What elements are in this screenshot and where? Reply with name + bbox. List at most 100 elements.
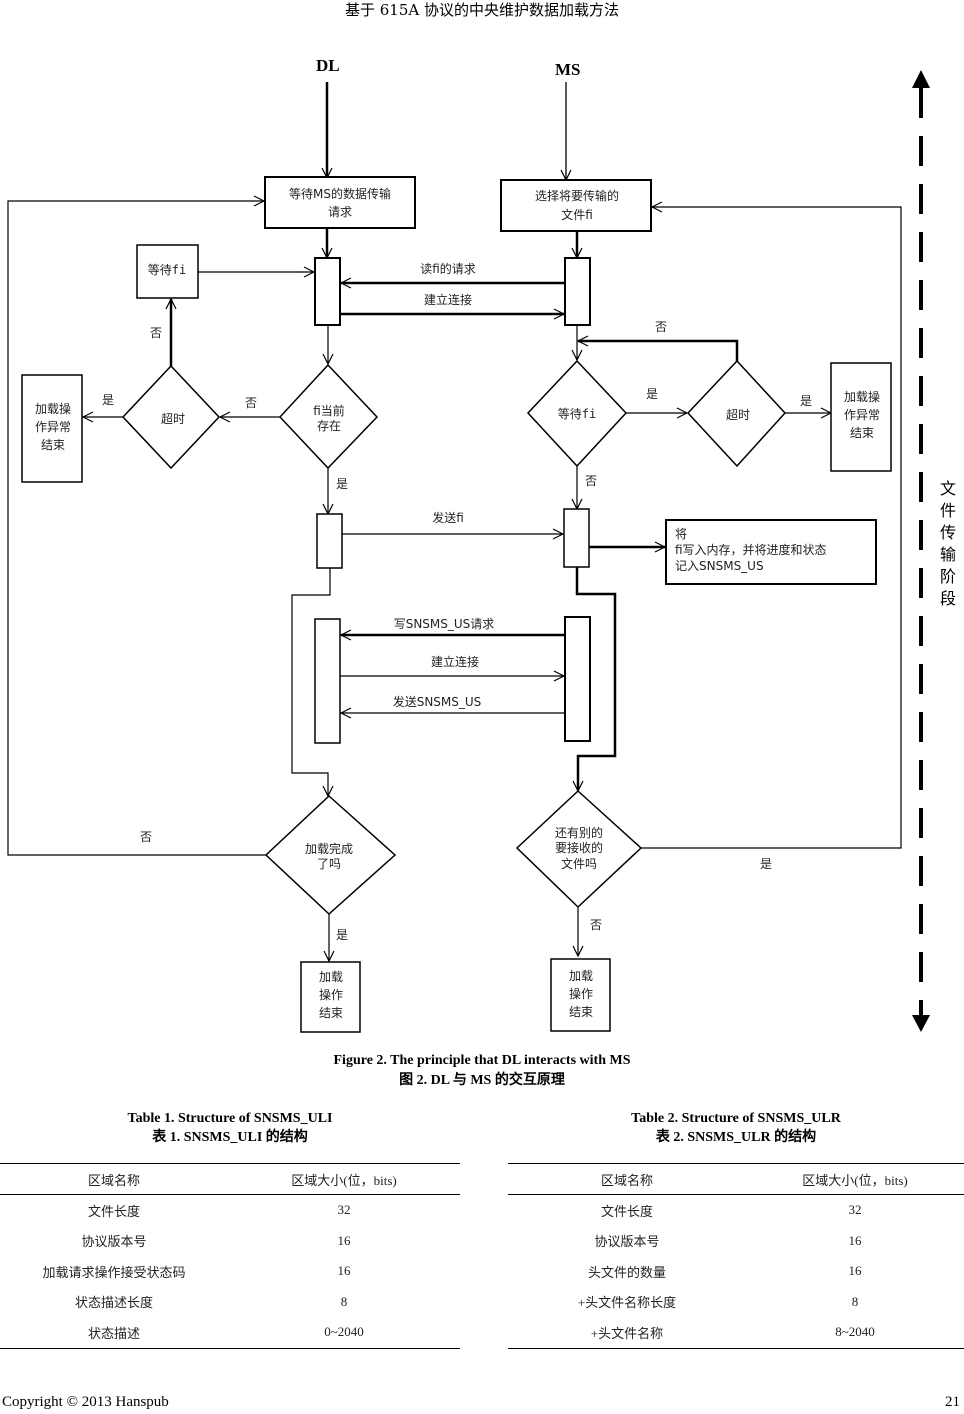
branch-yes-label: 是: [336, 477, 348, 491]
phase-arrow-up-icon: [912, 70, 930, 88]
table-header-cell: 区域大小(位，bits): [228, 1163, 460, 1195]
msg-send-fi-label: 发送fi: [432, 510, 464, 525]
ms-select-file-text-1: 选择将要传输的: [535, 188, 619, 203]
table-cell: 16: [337, 1232, 351, 1248]
ms-write-memory-box: [665, 519, 877, 585]
table-cell: 文件长度: [87, 1203, 140, 1219]
running-head: 基于 615A 协议的中央维护数据加载方法: [344, 1, 619, 19]
footer-copyright: Copyright © 2013 Hanspub: [2, 1394, 169, 1410]
branch-yes-label: 是: [646, 387, 658, 401]
dl-wait-request-box: [264, 176, 416, 229]
table-cell: 16: [848, 1232, 862, 1248]
branch-no-label: 否: [140, 830, 152, 844]
dl-load-done-text-2: 了吗: [317, 857, 341, 871]
ms-end-text-2: 操作: [569, 986, 593, 1001]
dl-bypass-line: [291, 568, 330, 796]
table-row: 头文件的数量 16: [508, 1256, 964, 1287]
ms-yes-loop: [641, 207, 902, 849]
table-header-cell: 区域大小(位，bits): [746, 1163, 964, 1195]
table-header-row: 区域名称 区域大小(位，bits): [0, 1163, 460, 1195]
table-cell: 文件长度: [600, 1203, 653, 1219]
ms-abnormal-end-text-3: 结束: [850, 426, 874, 440]
lane-dl-label: DL: [316, 56, 340, 75]
branch-no-label: 否: [585, 474, 597, 488]
svg-text:传: 传: [940, 523, 956, 542]
svg-text:文: 文: [940, 479, 956, 498]
ms-more-files-text-3: 文件吗: [561, 856, 597, 871]
table-cell: 8~2040: [746, 1317, 964, 1349]
table-header-row: 区域名称 区域大小(位，bits): [508, 1163, 964, 1195]
table-cell: +头文件名称: [508, 1317, 746, 1349]
table1-title-en: Table 1. Structure of SNSMS_ULI: [127, 1111, 333, 1126]
msg-connect-label-1: 建立连接: [424, 292, 472, 307]
ms-abnormal-end-text-2: 作异常: [844, 408, 880, 422]
table-cell: 头文件的数量: [587, 1264, 666, 1280]
table-row: 协议版本号 16: [508, 1226, 964, 1257]
ms-timeout-text: 超时: [726, 407, 750, 422]
dl-abnormal-end-text-2: 作异常: [35, 420, 71, 434]
svg-text:输: 输: [940, 545, 956, 564]
branch-no-label: 否: [245, 396, 257, 410]
ms-abnormal-end-text-1: 加载操: [844, 389, 880, 404]
flowchart-dl-ms: DL MS: [7, 56, 956, 1033]
dl-end-text-2: 操作: [319, 987, 343, 1002]
branch-yes-label: 是: [102, 393, 114, 407]
branch-no-label: 否: [590, 918, 602, 932]
ms-end-box: [550, 958, 611, 1032]
dl-fi-exists-text-2: 存在: [317, 419, 341, 433]
ms-activation-2: [563, 508, 590, 568]
table-header-cell: 区域名称: [0, 1163, 228, 1195]
dl-fi-exists-text-1: fi当前: [313, 403, 345, 418]
ms-timeout-no-loop: [578, 341, 739, 361]
ms-timeout-diamond: [686, 359, 787, 468]
lane-ms-label: MS: [555, 60, 581, 79]
dl-abnormal-end-text-1: 加载操: [35, 401, 71, 416]
ms-activation-3: [564, 616, 591, 742]
table-cell: 状态描述: [0, 1317, 228, 1349]
ms-select-file-box: [500, 179, 652, 232]
table-cell: 状态描述长度: [74, 1295, 153, 1311]
dl-load-done-text-1: 加载完成: [305, 841, 353, 856]
dl-no-loop: [7, 201, 266, 856]
ms-more-files-text-1: 还有别的: [555, 825, 603, 840]
table-cell: 协议版本号: [594, 1234, 660, 1250]
ms-bypass-line: [575, 567, 617, 790]
dl-wait-request-text-2: 请求: [328, 205, 352, 219]
table2-title-zh: 表 2. SNSMS_ULR 的结构: [655, 1130, 817, 1145]
dl-timeout-text: 超时: [161, 411, 185, 426]
ms-write-memory-text-3: 记入SNSMS_US: [675, 559, 764, 573]
svg-text:阶: 阶: [940, 567, 956, 586]
dl-timeout-diamond: [121, 364, 221, 470]
table-cell: +头文件名称长度: [577, 1295, 677, 1311]
dl-abnormal-end-text-3: 结束: [41, 438, 65, 452]
dl-abnormal-end-box: [21, 374, 83, 483]
branch-yes-label: 是: [336, 928, 348, 942]
svg-text:段: 段: [940, 589, 956, 608]
table2-title-en: Table 2. Structure of SNSMS_ULR: [631, 1111, 841, 1126]
branch-yes-label: 是: [800, 394, 812, 408]
figure-caption-zh: 图 2. DL 与 MS 的交互原理: [399, 1073, 565, 1088]
ms-write-memory-text-1: 将: [675, 527, 687, 541]
msg-send-sns-label: 发送SNSMS_US: [393, 694, 482, 709]
ms-wait-fi-text: 等待fi: [558, 407, 596, 421]
table-header-cell: 区域名称: [508, 1163, 746, 1195]
dl-end-text-3: 结束: [319, 1006, 343, 1020]
table-cell: 16: [848, 1263, 862, 1279]
phase-label: 文 件 传 输 阶 段: [940, 479, 956, 608]
msg-write-sns-request-label: 写SNSMS_US请求: [394, 617, 495, 631]
dl-activation-1: [314, 257, 341, 326]
ms-select-file-text-2: 文件fi: [561, 207, 593, 222]
msg-read-request-label: 读fi的请求: [420, 261, 476, 276]
branch-no-label: 否: [150, 326, 162, 340]
svg-text:件: 件: [940, 501, 956, 520]
figure-caption-en: Figure 2. The principle that DL interact…: [333, 1053, 631, 1068]
ms-activation-1: [564, 257, 591, 326]
msg-connect-label-2: 建立连接: [431, 654, 479, 669]
